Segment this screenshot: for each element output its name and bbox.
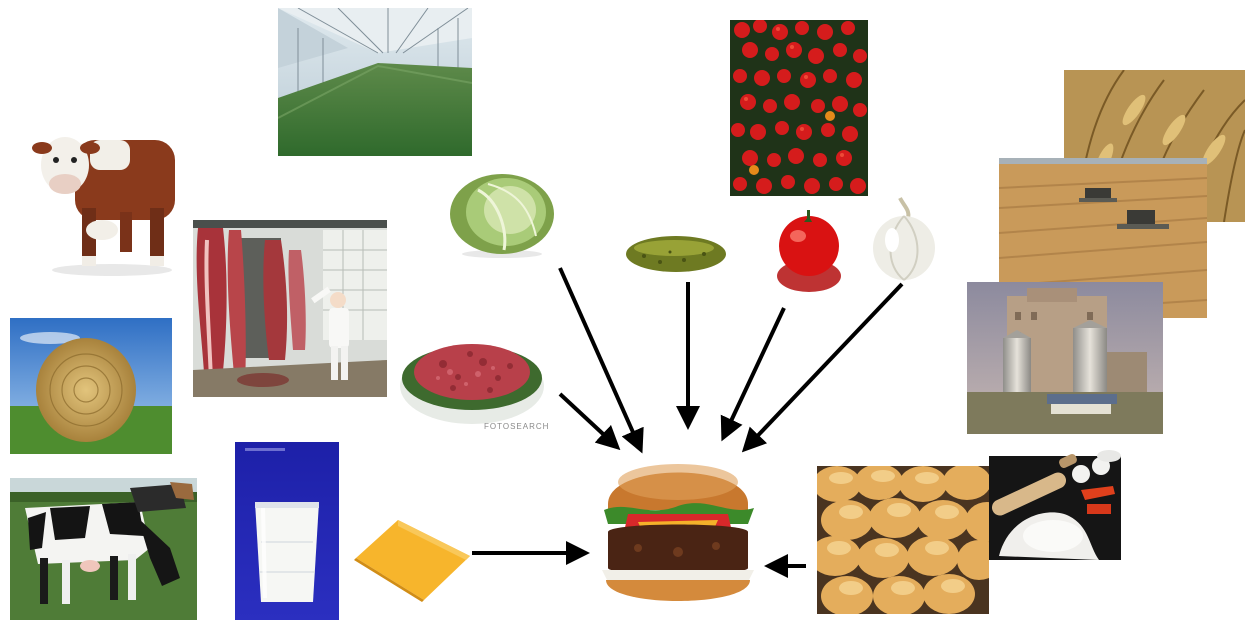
arrow-beef: [558, 392, 621, 451]
hay-bale-icon: [10, 318, 172, 454]
arrow-tomato: [720, 307, 786, 442]
flour-icon: [989, 446, 1121, 560]
pickle-icon: [624, 232, 728, 274]
cow-icon: [20, 120, 180, 280]
arrow-onion: [741, 282, 904, 453]
dairy-cows-icon: [10, 478, 197, 620]
greenhouse-icon: [278, 8, 472, 156]
arrow-lettuce: [558, 267, 644, 454]
bread-rolls-icon: [817, 466, 989, 614]
grain-silo-icon: [967, 282, 1163, 434]
tomato-icon: [776, 208, 842, 294]
hamburger-icon: [598, 452, 758, 608]
onion-icon: [870, 196, 938, 282]
tomato-vine-icon: [730, 20, 868, 196]
milk-glass-icon: [235, 442, 339, 620]
lettuce-icon: [448, 170, 556, 258]
ground-beef-icon: FOTOSEARCH: [398, 322, 550, 432]
slaughterhouse-icon: [193, 220, 387, 397]
watermark-text: FOTOSEARCH: [484, 422, 550, 431]
cheese-slice-icon: [354, 518, 472, 602]
